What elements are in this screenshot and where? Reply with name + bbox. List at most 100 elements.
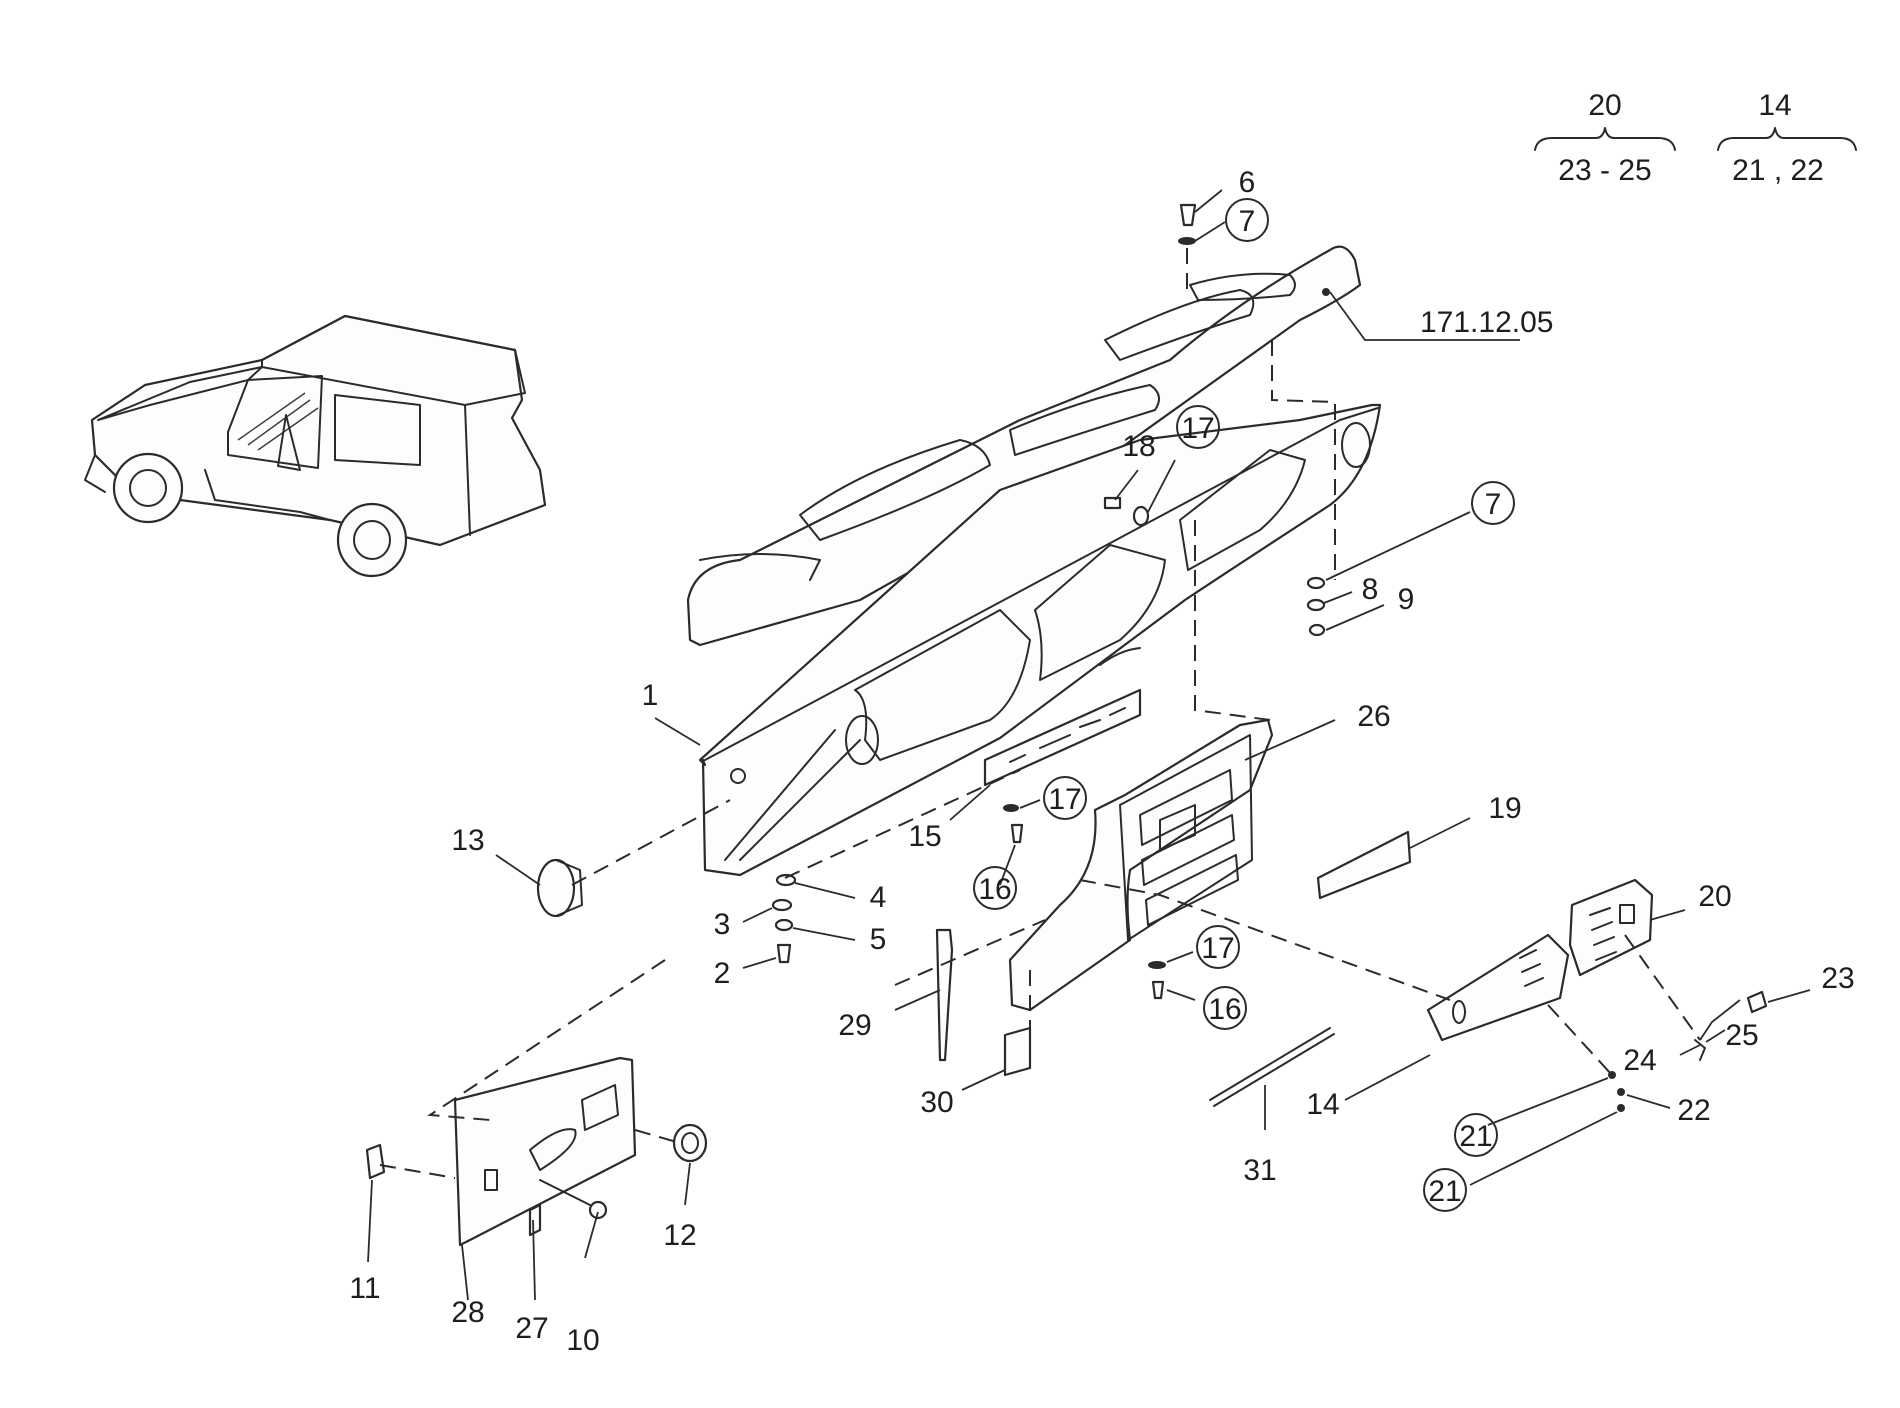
clip	[1003, 1026, 1032, 1077]
leader-23	[1767, 989, 1811, 1003]
console-frame-face	[1119, 734, 1253, 941]
vehicle-door-line	[204, 469, 331, 521]
switch-plate-slots	[1519, 949, 1544, 987]
center-console-frame	[1008, 718, 1274, 1012]
cross-reference-label: 171.12.05	[1420, 306, 1553, 339]
reference-group-a-top: 20	[1588, 89, 1621, 122]
reference-group-b-top: 14	[1758, 89, 1791, 122]
callout-13: 13	[451, 824, 484, 857]
bulb-holder-part-23	[1746, 990, 1768, 1014]
leader-8	[1323, 591, 1353, 604]
washer-part-8b	[1306, 598, 1326, 612]
leader-3	[742, 907, 773, 923]
callout-5: 5	[870, 923, 887, 956]
leader-17-middle	[1019, 799, 1041, 809]
callout-circle-7-top	[1225, 198, 1269, 242]
assembly-line-bulb-holder	[1624, 934, 1701, 1041]
main-panel-center-vent	[1099, 647, 1141, 666]
assembly-line-console	[1194, 520, 1271, 721]
leader-7-right	[1325, 511, 1471, 581]
assembly-line-switch	[1079, 879, 1451, 1001]
main-panel-instrument-bay-left	[854, 609, 1031, 761]
vehicle-pillar	[464, 404, 471, 536]
knob	[536, 858, 583, 918]
callout-27: 27	[515, 1312, 548, 1345]
callout-1: 1	[642, 679, 659, 712]
grommet-inner	[681, 1132, 699, 1154]
callout-circle-17-lower	[1196, 925, 1240, 969]
washer-part-3	[771, 898, 793, 912]
vehicle-front-bumper	[84, 454, 106, 493]
leader-24	[1679, 1044, 1701, 1056]
screw-part-6	[1179, 203, 1197, 227]
top-cover-body	[686, 245, 1362, 647]
callout-22: 22	[1677, 1094, 1710, 1127]
leader-5	[792, 927, 856, 941]
cross-reference-leader	[1329, 291, 1520, 341]
screw-part-16-middle	[1010, 823, 1024, 844]
leader-25	[1705, 1029, 1726, 1043]
callout-12: 12	[663, 1219, 696, 1252]
main-panel-instrument-bay-right	[1179, 449, 1306, 571]
top-cover-vent-left	[799, 439, 991, 541]
reference-group-a-bottom: 23 - 25	[1558, 154, 1651, 187]
leader-16-middle	[999, 844, 1016, 886]
callout-26: 26	[1357, 700, 1390, 733]
reference-group-b: 14 21 , 22	[1717, 89, 1857, 187]
leader-30	[961, 1069, 1006, 1091]
label-plate	[1568, 878, 1654, 977]
leader-17-upper	[1147, 459, 1176, 513]
callout-circle-17-middle	[1043, 776, 1087, 820]
assembly-line-strap	[894, 919, 1046, 986]
top-cover-left-cap	[699, 553, 821, 581]
fastener-stack-top	[1178, 203, 1197, 245]
leader-14	[1344, 1054, 1431, 1101]
callout-17-middle: 17	[1048, 783, 1081, 816]
top-cover-vent-center	[1009, 384, 1160, 456]
leader-15	[949, 784, 991, 821]
vehicle-locator-sketch	[84, 314, 547, 578]
callout-31: 31	[1243, 1154, 1276, 1187]
bulb-part-21-upper	[1608, 1071, 1616, 1079]
dashboard-main-panel	[698, 403, 1382, 877]
vehicle-front-hub	[129, 469, 167, 507]
callout-7-top: 7	[1239, 205, 1256, 238]
callout-2: 2	[714, 957, 731, 990]
callout-19: 19	[1488, 792, 1521, 825]
reference-group-b-bottom: 21 , 22	[1732, 154, 1824, 187]
leader-13	[495, 854, 541, 886]
callout-30: 30	[920, 1086, 953, 1119]
leader-26	[1244, 719, 1336, 761]
callout-20: 20	[1698, 880, 1731, 913]
leader-6	[1194, 189, 1223, 213]
switch-plate-body	[1426, 933, 1570, 1042]
trim-rod	[1209, 1027, 1335, 1107]
callout-17-lower: 17	[1201, 932, 1234, 965]
label-plate-markings	[1589, 907, 1617, 961]
callout-25: 25	[1725, 1019, 1758, 1052]
lower-bracket-strip	[983, 688, 1142, 787]
console-frame-lower-slot	[1145, 854, 1239, 926]
top-cover-vent-far-right	[1189, 272, 1296, 301]
main-panel-top-edge	[704, 407, 1379, 761]
callout-16-middle: 16	[978, 873, 1011, 906]
vehicle-front-wheel	[112, 452, 184, 524]
leader-20	[1649, 909, 1686, 921]
vehicle-dashboard-highlight	[237, 392, 319, 451]
main-panel-knob-hole	[730, 768, 746, 784]
screw-head	[588, 1200, 608, 1220]
callout-4: 4	[870, 881, 887, 914]
lower-side-panel	[453, 1056, 637, 1247]
console-frame-switch-cutout	[1159, 804, 1196, 851]
assembly-line-knob	[571, 799, 731, 886]
leader-19	[1409, 817, 1471, 849]
leader-2	[742, 957, 777, 969]
callout-circle-21-lower	[1423, 1168, 1467, 1212]
vehicle-body	[90, 314, 547, 547]
assembly-line-8	[1271, 340, 1336, 580]
callout-28: 28	[451, 1296, 484, 1329]
vehicle-steering	[277, 414, 301, 471]
callout-6: 6	[1239, 166, 1256, 199]
console-frame-radio-slot	[1139, 769, 1233, 846]
dashboard-top-cover	[686, 245, 1362, 647]
